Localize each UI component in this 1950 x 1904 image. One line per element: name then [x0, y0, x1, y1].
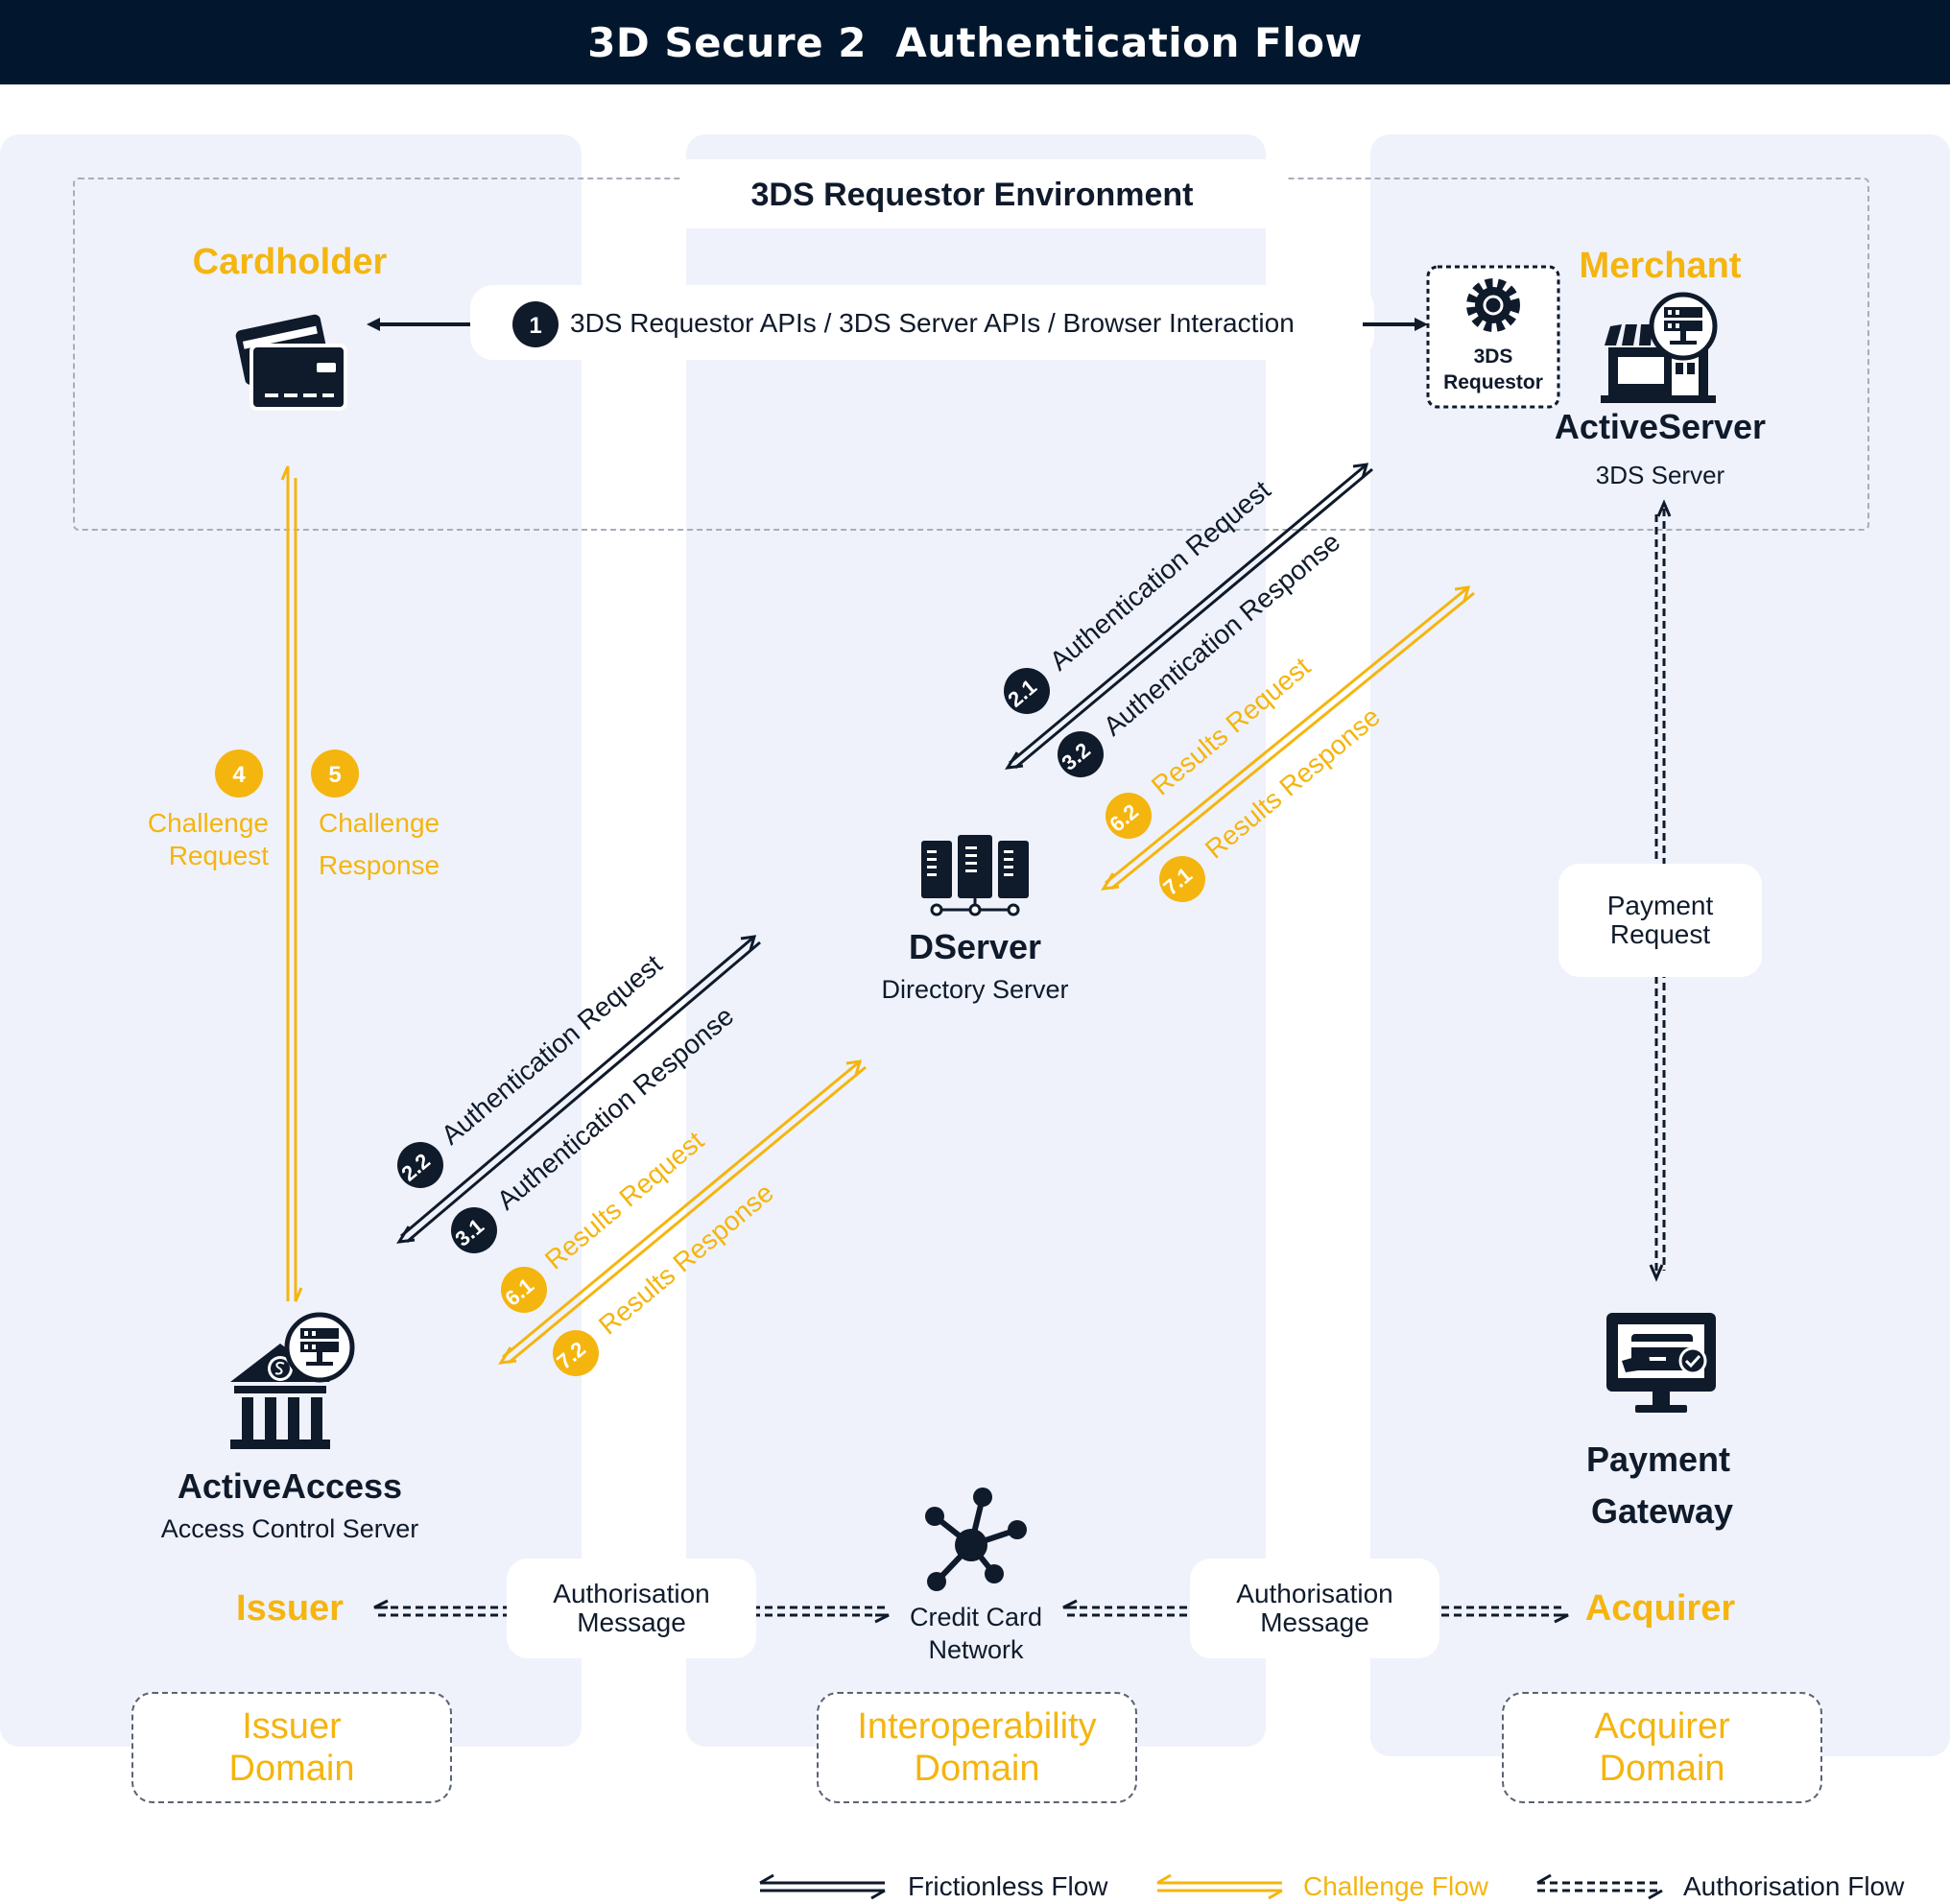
acquirer-label: Acquirer — [1584, 1588, 1736, 1629]
environment-label: 3DS Requestor Environment — [750, 177, 1194, 213]
payment-gateway-line2: Gateway — [1590, 1491, 1734, 1531]
badge-3-1 — [451, 1207, 497, 1253]
shop-icon — [1601, 324, 1716, 403]
step1-arrow-right — [1363, 318, 1428, 331]
issuer-label: Issuer — [236, 1588, 344, 1629]
payment-request-bg — [1558, 864, 1762, 977]
payment-request-line2: Request — [1609, 919, 1711, 949]
legend-authorisation-icon — [1536, 1873, 1663, 1900]
requestor-box-line2: Requestor — [1443, 371, 1543, 393]
page-title: 3D Secure 2 Authentication Flow — [587, 18, 1363, 66]
challenge-request-badge — [215, 750, 263, 797]
environment-label-bg — [683, 159, 1286, 228]
auth-message-right-label: Authorisation Message — [1190, 1559, 1439, 1658]
payment-request-line1: Payment — [1606, 891, 1714, 920]
acquirer-domain-line2: Domain — [1599, 1749, 1725, 1789]
step1-badge — [512, 301, 559, 347]
payment-request-label: Payment Request — [1558, 864, 1762, 977]
badge-7-1 — [1159, 856, 1205, 902]
badge-2-1 — [1004, 668, 1050, 714]
interoperability-domain-line2: Domain — [914, 1749, 1040, 1789]
auth-message-left-line1: Authorisation — [553, 1579, 710, 1608]
challenge-response-badge — [311, 750, 359, 797]
challenge-response-number: 5 — [328, 762, 341, 788]
step1-arrow-left — [367, 318, 470, 331]
upper-auth-response-label: Authentication Response — [1098, 527, 1345, 742]
gear-icon — [1466, 278, 1520, 332]
auth-arrow-right — [1062, 1599, 1569, 1624]
step1-label: 3DS Requestor APIs / 3DS Server APIs / B… — [570, 308, 1295, 338]
legend-frictionless-icon — [759, 1873, 886, 1900]
dserver-name: DServer — [908, 927, 1042, 966]
challenge-request-line1: Challenge — [147, 808, 269, 838]
merchant-label: Merchant — [1579, 246, 1742, 286]
badge-6-2 — [1106, 793, 1152, 839]
lower-results-arrows — [498, 1059, 867, 1365]
access-server-badge-icon — [284, 1312, 355, 1383]
auth-message-right-bg — [1190, 1559, 1439, 1658]
active-server-name: ActiveServer — [1554, 407, 1767, 446]
legend-frictionless-label: Frictionless Flow — [908, 1871, 1108, 1901]
step1-number: 1 — [529, 313, 541, 339]
lower-frictionless-arrows — [396, 935, 761, 1244]
active-server-subtitle: 3DS Server — [1595, 461, 1725, 489]
challenge-response-line2: Response — [319, 850, 440, 880]
acquirer-domain-line1: Acquirer — [1594, 1706, 1730, 1747]
badge-6-1 — [501, 1267, 547, 1313]
merchant-server-badge-icon — [1649, 292, 1718, 361]
issuer-domain-box: Issuer Domain — [131, 1692, 452, 1803]
upper-results-arrows — [1101, 585, 1475, 891]
challenge-response-line1: Challenge — [319, 808, 440, 838]
requestor-box — [1426, 265, 1560, 409]
requestor-box-line1: 3DS — [1473, 345, 1513, 368]
auth-message-right-line1: Authorisation — [1236, 1579, 1393, 1608]
payment-gateway-icon — [1606, 1313, 1716, 1413]
challenge-request-number: 4 — [232, 762, 246, 788]
badge-2-2 — [397, 1142, 443, 1188]
credit-card-network-line1: Credit Card — [909, 1603, 1043, 1631]
badge-3-2 — [1058, 731, 1104, 777]
issuer-domain-line2: Domain — [228, 1749, 355, 1789]
auth-message-left-label: Authorisation Message — [507, 1559, 756, 1658]
badge-7-2 — [553, 1330, 599, 1376]
legend-authorisation-label: Authorisation Flow — [1683, 1871, 1905, 1901]
directory-server-icon — [921, 835, 1029, 916]
title-bar: 3D Secure 2 Authentication Flow — [0, 0, 1950, 84]
active-access-name: ActiveAccess — [177, 1466, 403, 1506]
active-access-subtitle: Access Control Server — [160, 1514, 419, 1543]
issuer-domain-line1: Issuer — [242, 1706, 342, 1747]
credit-card-network-line2: Network — [928, 1635, 1024, 1664]
payment-gateway-line1: Payment — [1585, 1440, 1731, 1479]
interoperability-domain-line1: Interoperability — [857, 1706, 1097, 1747]
upper-frictionless-arrows — [1005, 463, 1373, 770]
cardholder-label: Cardholder — [192, 242, 388, 282]
step1-pill-bg — [470, 285, 1374, 360]
interoperability-domain-box: Interoperability Domain — [817, 1692, 1137, 1803]
auth-message-left-bg — [507, 1559, 756, 1658]
legend-challenge-icon — [1156, 1873, 1283, 1900]
auth-message-right-line2: Message — [1260, 1607, 1369, 1637]
challenge-flow-arrow — [280, 465, 303, 1302]
auth-message-left-line2: Message — [577, 1607, 686, 1637]
interoperability-column-bg — [686, 134, 1266, 1747]
acquirer-domain-box: Acquirer Domain — [1502, 1692, 1822, 1803]
lower-auth-response-label: Authentication Response — [491, 1001, 739, 1216]
dserver-subtitle: Directory Server — [881, 975, 1069, 1004]
credit-card-icon — [235, 314, 347, 411]
legend-challenge-label: Challenge Flow — [1303, 1871, 1488, 1901]
network-nodes — [925, 1488, 1027, 1591]
challenge-request-line2: Request — [168, 841, 269, 870]
